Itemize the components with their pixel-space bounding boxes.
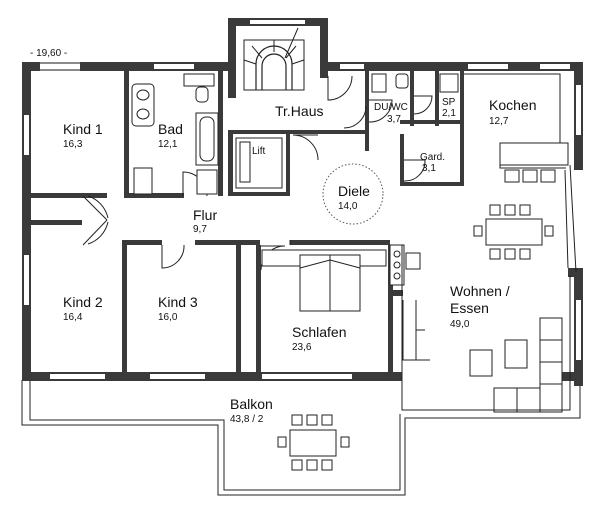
room-name-kind1: Kind 1	[63, 121, 103, 137]
room-name-bad: Bad	[158, 121, 183, 137]
balcony-outline	[21, 380, 581, 496]
stairwell	[243, 27, 305, 91]
room-area-duwc: 3,7	[387, 114, 401, 125]
room-area-balkon: 43,8 / 2	[230, 414, 264, 425]
room-name-trhaus: Tr.Haus	[275, 103, 324, 119]
room-name-balkon: Balkon	[230, 396, 273, 412]
room-area-kind3: 16,0	[158, 312, 178, 323]
shower-wc-fixtures	[371, 73, 459, 93]
lift-label: Lift	[252, 146, 266, 157]
room-area-bad: 12,1	[158, 139, 178, 150]
glass-wall	[401, 164, 577, 411]
bedroom-furniture	[261, 249, 387, 312]
stove	[389, 244, 430, 361]
room-name-wohnen: Wohnen /	[450, 283, 510, 299]
room-area-kind1: 16,3	[63, 139, 83, 150]
room-area-kochen: 12,7	[489, 116, 509, 127]
room-name-kind3: Kind 3	[158, 294, 198, 310]
room-name-gard: Gard.	[420, 152, 445, 163]
room-name-kind2: Kind 2	[63, 294, 103, 310]
dimension-label: - 19,60 -	[30, 48, 67, 59]
diele-circle	[322, 163, 384, 225]
room-area-flur: 9,7	[193, 224, 207, 235]
room-name-diele: Diele	[338, 183, 370, 199]
dining-table	[473, 204, 554, 260]
room-area-sp: 2,1	[442, 108, 456, 119]
kitchen-counter	[464, 73, 569, 183]
interior-walls	[22, 71, 464, 375]
living-sofa	[469, 317, 563, 413]
balcony-table	[277, 414, 350, 471]
room-area-kind2: 16,4	[63, 312, 83, 323]
room-area-schlafen: 23,6	[292, 342, 312, 353]
room-area-gard: 3,1	[422, 163, 436, 174]
room-name-essen: Essen	[450, 300, 489, 316]
room-name-sp: SP	[442, 97, 456, 108]
room-name-duwc: DU/WC	[374, 102, 408, 113]
room-name-flur: Flur	[193, 207, 217, 223]
bathroom-fixtures	[131, 73, 219, 195]
room-labels: Kind 1 16,3 Bad 12,1 Tr.Haus DU/WC 3,7 S…	[63, 97, 536, 425]
lift: Lift	[235, 137, 283, 189]
room-area-diele: 14,0	[338, 201, 358, 212]
room-name-kochen: Kochen	[489, 97, 536, 113]
room-name-schlafen: Schlafen	[292, 324, 346, 340]
room-area-wohnen-essen: 49,0	[450, 319, 470, 330]
